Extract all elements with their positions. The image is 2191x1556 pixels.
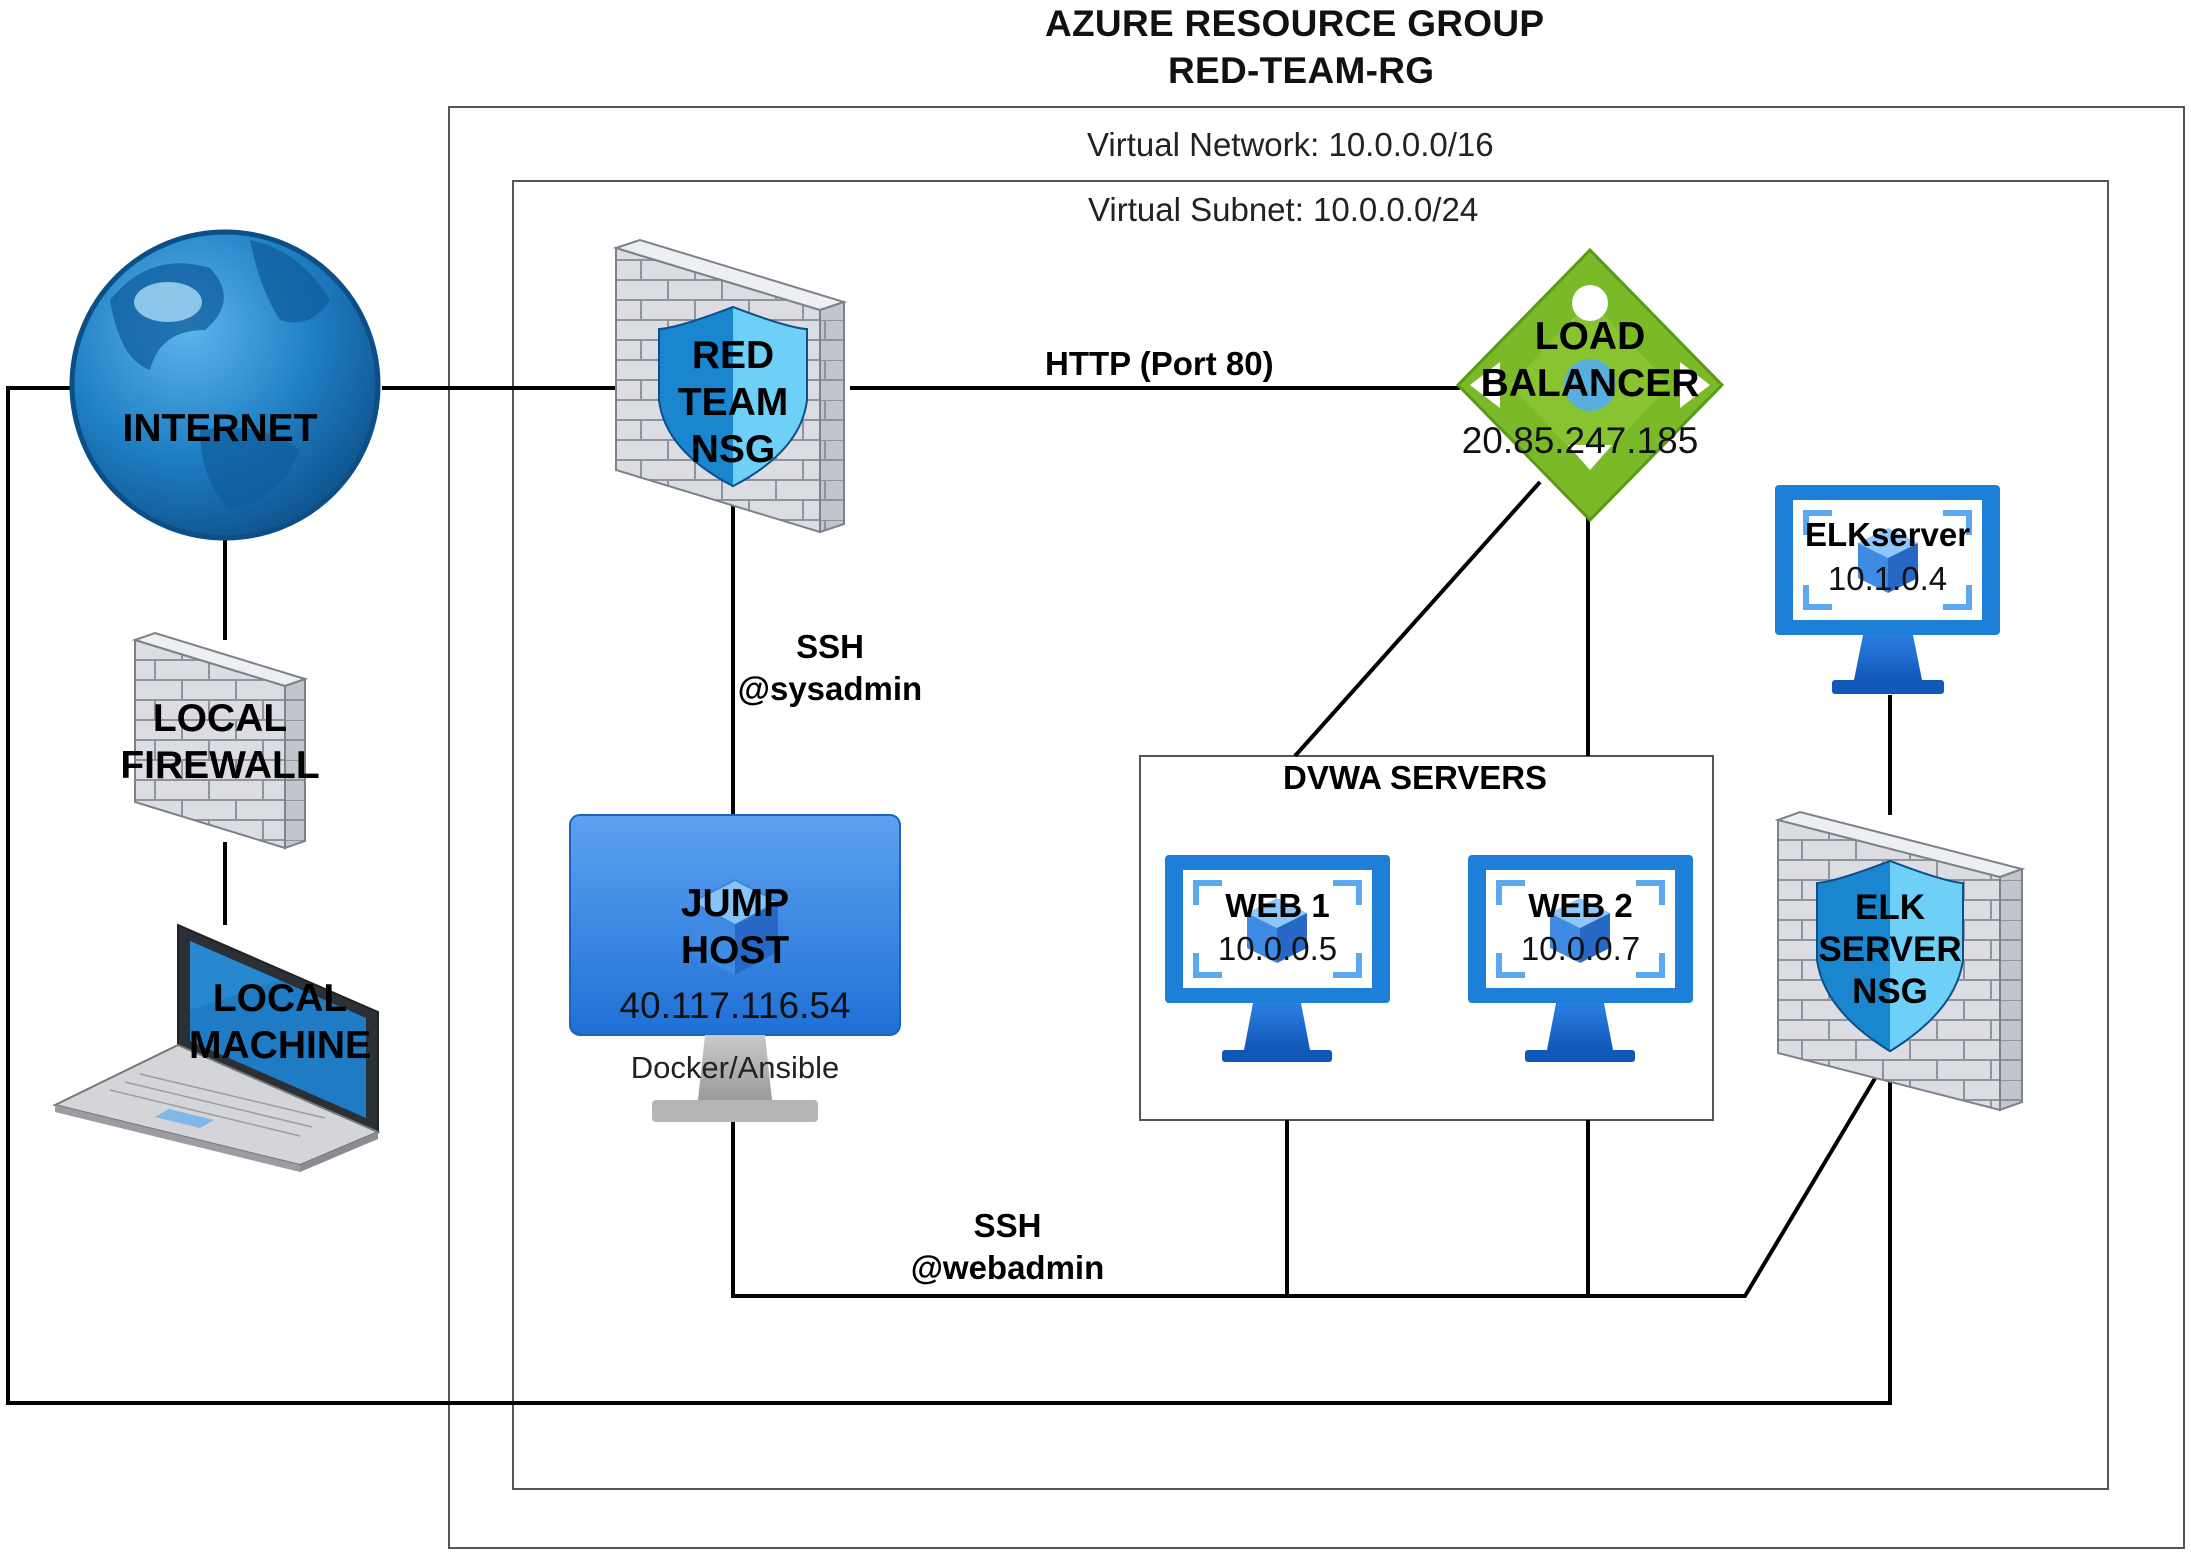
jump-host-label: JUMP HOST <box>625 880 845 974</box>
dvwa-group-label: DVWA SERVERS <box>1283 759 1548 796</box>
red-team-nsg-line2: TEAM <box>677 381 789 424</box>
ssh-sysadmin-line2: @sysadmin <box>737 670 923 707</box>
elk-nsg-line2: SERVER <box>1818 930 1962 969</box>
ssh-webadmin-label: SSH @webadmin <box>895 1205 1120 1289</box>
local-firewall-line1: LOCAL <box>152 697 288 740</box>
local-firewall-line2: FIREWALL <box>120 744 320 787</box>
elk-nsg-shield-icon <box>1816 859 1964 1053</box>
red-team-nsg-line3: NSG <box>690 428 776 471</box>
local-firewall-wall-icon <box>131 631 309 850</box>
ssh-webadmin-line1: SSH <box>973 1207 1042 1244</box>
edge-ssh-webadmin <box>731 1068 1882 1298</box>
web1-ip: 10.0.0.5 <box>1217 930 1338 967</box>
diagram-title-line2: RED-TEAM-RG <box>1168 50 1435 91</box>
web2-monitor-icon <box>1468 855 1693 1062</box>
elk-nsg-line1: ELK <box>1855 888 1925 927</box>
internet-label: INTERNET <box>122 407 318 450</box>
jump-host-ip: 40.117.116.54 <box>619 985 851 1026</box>
elk-server-monitor-icon <box>1775 485 2000 694</box>
red-team-nsg-line1: RED <box>691 334 775 377</box>
jump-host-line2: HOST <box>680 929 790 972</box>
local-machine-line2: MACHINE <box>189 1024 371 1067</box>
diagram-title-line1: AZURE RESOURCE GROUP <box>1045 3 1545 44</box>
ssh-webadmin-line2: @webadmin <box>910 1249 1105 1286</box>
local-firewall-label: LOCAL FIREWALL <box>100 695 340 789</box>
http-edge-label: HTTP (Port 80) <box>1045 345 1274 382</box>
red-team-nsg-label: RED TEAM NSG <box>658 332 808 473</box>
red-team-nsg-shield-icon <box>658 305 808 488</box>
elk-nsg-label: ELK SERVER NSG <box>1800 887 1980 1013</box>
elk-server-ip: 10.1.0.4 <box>1827 560 1948 597</box>
edge-internet-to-elk-nsg <box>6 386 1892 1405</box>
virtual-subnet-boundary <box>512 180 2109 1490</box>
load-balancer-ip: 20.85.247.185 <box>1461 420 1699 461</box>
ssh-sysadmin-line1: SSH <box>796 628 864 665</box>
load-balancer-line2: BALANCER <box>1480 362 1700 405</box>
jump-host-line1: JUMP <box>680 882 790 925</box>
ssh-sysadmin-label: SSH @sysadmin <box>720 626 940 710</box>
local-machine-label: LOCAL MACHINE <box>170 975 390 1069</box>
load-balancer-icon <box>1455 247 1725 523</box>
vnet-label: Virtual Network: 10.0.0.0/16 <box>1087 126 1494 163</box>
web1-monitor-icon <box>1165 855 1390 1062</box>
jump-host-icon <box>569 814 901 1122</box>
web2-ip: 10.0.0.7 <box>1520 930 1641 967</box>
edge-lb-to-dvwa-diagonal <box>1293 480 1542 758</box>
elk-nsg-line3: NSG <box>1852 972 1928 1011</box>
globe-icon <box>69 229 381 541</box>
elk-server-label: ELKserver <box>1804 516 1971 553</box>
load-balancer-label: LOAD BALANCER <box>1460 313 1720 407</box>
resource-group-boundary <box>448 106 2185 1549</box>
laptop-icon <box>52 923 381 1172</box>
web1-label: WEB 1 <box>1225 887 1330 924</box>
jump-host-caption: Docker/Ansible <box>630 1050 840 1085</box>
subnet-label: Virtual Subnet: 10.0.0.0/24 <box>1088 191 1479 228</box>
web2-label: WEB 2 <box>1528 887 1633 924</box>
local-machine-line1: LOCAL <box>212 977 348 1020</box>
load-balancer-line1: LOAD <box>1534 315 1646 358</box>
